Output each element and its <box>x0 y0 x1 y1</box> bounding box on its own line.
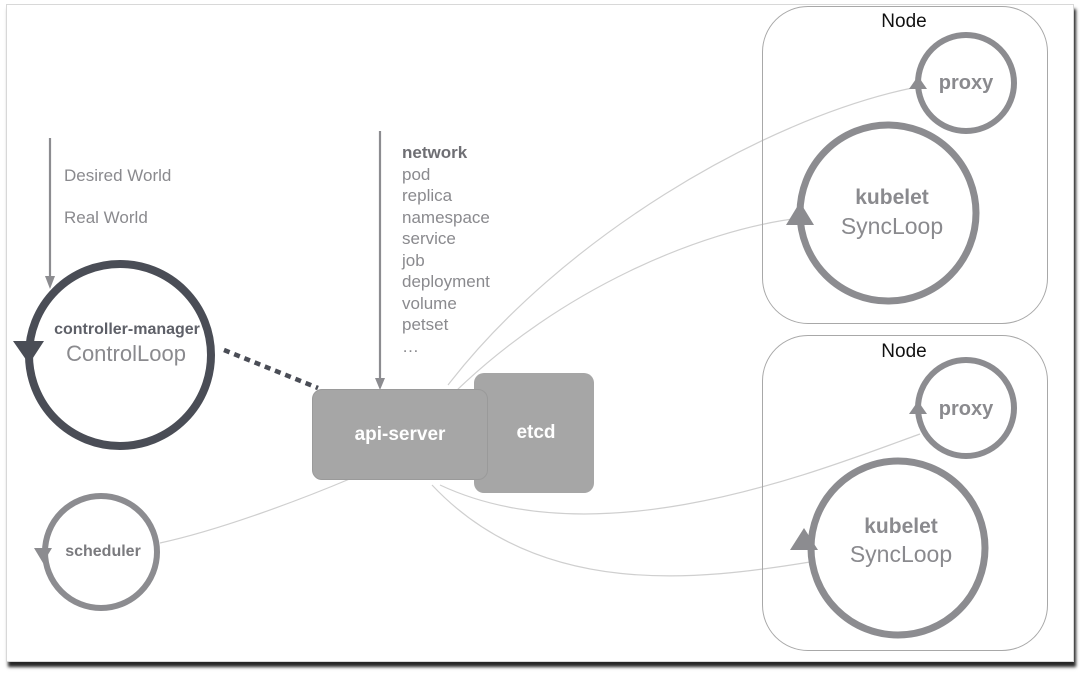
etcd-box: etcd <box>474 373 594 493</box>
node1-kubelet-arrowhead <box>786 202 814 225</box>
connector-api-to-kubelet-1 <box>454 217 801 393</box>
node1-proxy-arrowhead <box>909 76 927 89</box>
resource-item: job <box>402 250 425 270</box>
node-container-1 <box>762 6 1048 324</box>
node2-proxy-arrowhead <box>909 401 927 414</box>
real-world-label: Real World <box>64 208 148 227</box>
node2-proxy-label: proxy <box>938 398 994 420</box>
world-arrow-head <box>45 276 55 289</box>
resource-item: petset <box>402 315 449 334</box>
node1-syncloop-label: SyncLoop <box>840 213 944 239</box>
resource-item: namespace <box>402 207 490 227</box>
api-server-box: api-server <box>312 389 488 480</box>
scheduler-loop-arrowhead <box>34 548 52 563</box>
etcd-label: etcd <box>516 422 556 443</box>
node2-title: Node <box>881 341 927 362</box>
controller-to-api-dashed-link <box>223 347 319 391</box>
resources-arrow-head <box>375 378 385 390</box>
connector-scheduler-to-api <box>159 477 353 544</box>
connector-api-to-proxy-2 <box>439 433 921 515</box>
controller-manager-title: controller-manager <box>54 321 200 338</box>
node2-syncloop-label: SyncLoop <box>849 541 953 567</box>
desired-world-label: Desired World <box>64 166 172 185</box>
connector-api-to-kubelet-2 <box>431 484 811 577</box>
resource-item: service <box>402 229 456 248</box>
node2-kubelet-arrowhead <box>790 528 818 550</box>
node1-kubelet-label: kubelet <box>855 186 929 209</box>
controller-loop-arrowhead <box>13 341 44 364</box>
diagram-frame <box>6 4 1074 662</box>
resource-item: volume <box>402 293 457 313</box>
resource-list: network pod replica namespace service jo… <box>402 142 490 357</box>
resource-item: deployment <box>402 272 490 291</box>
connector-api-to-proxy-1 <box>447 87 913 386</box>
node1-title: Node <box>881 11 927 32</box>
resource-header: network <box>402 143 468 162</box>
resource-item: … <box>402 336 419 356</box>
scheduler-label: scheduler <box>65 543 141 560</box>
node2-kubelet-label: kubelet <box>864 515 938 538</box>
node-container-2 <box>762 335 1048 651</box>
resource-item: pod <box>402 164 431 184</box>
node1-proxy-label: proxy <box>938 72 994 94</box>
controlloop-label: ControlLoop <box>66 341 186 366</box>
api-server-label: api-server <box>354 423 446 445</box>
resource-item: replica <box>402 186 453 205</box>
